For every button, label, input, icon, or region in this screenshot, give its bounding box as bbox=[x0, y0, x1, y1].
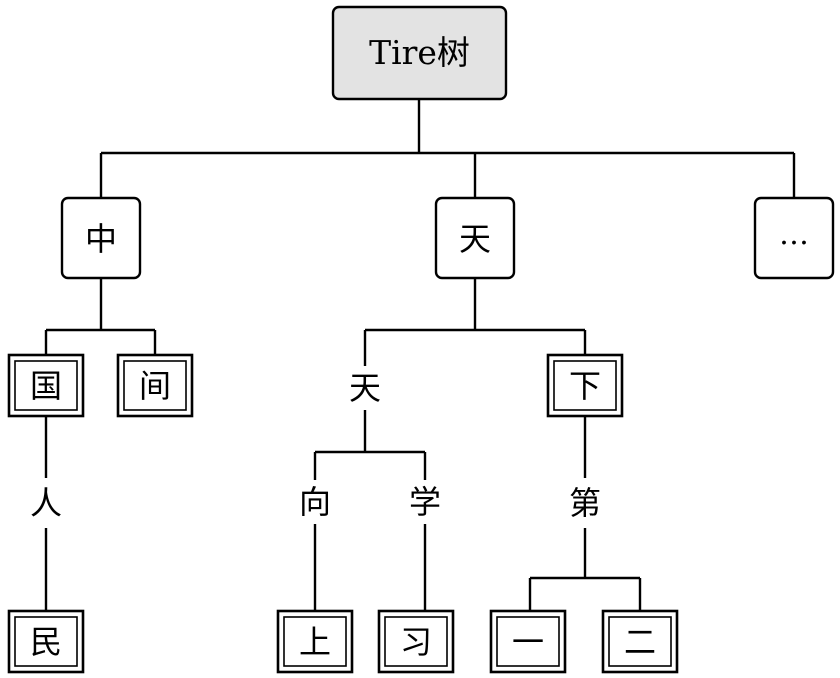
node-tian2-label: 天 bbox=[349, 369, 381, 407]
node-xia: 下 bbox=[546, 353, 624, 418]
node-more: … bbox=[753, 196, 835, 280]
node-er-label: 二 bbox=[624, 623, 656, 661]
node-yi-label: 一 bbox=[512, 623, 544, 661]
node-shang-label: 上 bbox=[299, 623, 331, 661]
node-xia-label: 下 bbox=[569, 367, 601, 405]
node-di: 第 bbox=[569, 484, 601, 522]
root-label: Tire树 bbox=[369, 33, 470, 72]
node-xue: 学 bbox=[409, 483, 441, 521]
node-zhong: 中 bbox=[60, 196, 142, 280]
node-xiang: 向 bbox=[299, 483, 331, 521]
node-tian1-label: 天 bbox=[459, 220, 491, 258]
node-er: 二 bbox=[601, 609, 679, 674]
node-guo: 国 bbox=[7, 353, 85, 418]
node-xue-label: 学 bbox=[409, 483, 441, 521]
node-xi-label: 习 bbox=[400, 623, 432, 661]
node-zhong-label: 中 bbox=[85, 220, 117, 258]
node-guo-label: 国 bbox=[30, 367, 62, 405]
node-tian1: 天 bbox=[434, 196, 516, 280]
node-more-label: … bbox=[779, 217, 809, 252]
node-min-label: 民 bbox=[30, 623, 62, 661]
node-min: 民 bbox=[7, 609, 85, 674]
node-jian: 间 bbox=[116, 353, 194, 418]
node-yi: 一 bbox=[489, 609, 567, 674]
node-jian-label: 间 bbox=[139, 367, 171, 405]
node-tian2: 天 bbox=[349, 369, 381, 407]
node-ren: 人 bbox=[30, 484, 62, 522]
node-xi: 习 bbox=[377, 609, 455, 674]
node-ren-label: 人 bbox=[30, 484, 62, 522]
root-node: Tire树 bbox=[331, 5, 508, 101]
node-di-label: 第 bbox=[569, 484, 601, 522]
tree-edges bbox=[44, 99, 796, 611]
node-xiang-label: 向 bbox=[299, 483, 331, 521]
node-shang: 上 bbox=[276, 609, 354, 674]
